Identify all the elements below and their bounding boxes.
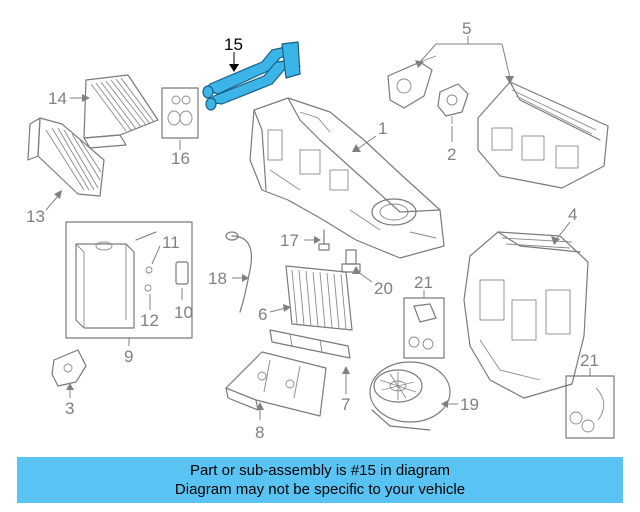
part-17-bolt — [318, 229, 330, 251]
callout-numbers: 15 5 14 1 16 2 13 4 11 17 18 20 21 6 12 … — [26, 19, 599, 442]
callout-9: 9 — [124, 347, 133, 366]
banner-line-2: Diagram may not be specific to your vehi… — [174, 481, 466, 498]
callout-19: 19 — [460, 395, 479, 414]
callout-14: 14 — [48, 89, 67, 108]
part-19-blower — [369, 361, 451, 431]
part-8-lower-panel — [225, 351, 327, 417]
callout-21-lower: 21 — [580, 351, 599, 370]
part-6-cabin-filter — [285, 265, 353, 331]
part-21-box-lower — [565, 375, 615, 439]
parts-diagram: 15 5 14 1 16 2 13 4 11 17 18 20 21 6 12 … — [26, 19, 615, 442]
callout-20: 20 — [374, 279, 393, 298]
part-16-seal-box — [161, 87, 199, 139]
part-4-rear-housing — [463, 231, 589, 399]
callout-13: 13 — [26, 207, 45, 226]
part-5-actuator — [387, 55, 437, 109]
callout-8: 8 — [255, 423, 264, 442]
part-18-drain-hose — [225, 231, 253, 313]
callout-11: 11 — [162, 233, 180, 252]
part-7-tray — [269, 329, 351, 359]
callout-7: 7 — [341, 395, 350, 414]
callout-18: 18 — [208, 269, 227, 288]
callout-6: 6 — [258, 305, 267, 324]
callout-10: 10 — [174, 303, 193, 322]
banner-line-1: Part or sub-assembly is #15 in diagram — [189, 462, 451, 479]
part-14-heater-core — [83, 74, 159, 149]
callout-4: 4 — [568, 205, 577, 224]
callout-15: 15 — [224, 35, 243, 54]
callout-12: 12 — [140, 311, 159, 330]
callout-1: 1 — [378, 119, 387, 138]
callout-3: 3 — [65, 399, 74, 418]
info-banner: Part or sub-assembly is #15 in diagram D… — [17, 457, 623, 503]
callout-leaders — [45, 36, 591, 420]
callout-5: 5 — [462, 19, 471, 38]
part-1-hvac-housing — [249, 97, 445, 259]
part-13-core — [27, 117, 105, 197]
part-20-sensor — [341, 249, 361, 273]
part-21-box — [403, 297, 445, 359]
callout-21: 21 — [414, 273, 433, 292]
callout-16: 16 — [171, 149, 190, 168]
callout-17: 17 — [280, 231, 299, 250]
part-5-distribution-housing — [477, 81, 609, 189]
part-2-actuator — [437, 83, 469, 124]
part-3-actuator — [51, 349, 87, 387]
callout-2: 2 — [447, 145, 456, 164]
part-15-heater-hoses — [202, 41, 301, 111]
